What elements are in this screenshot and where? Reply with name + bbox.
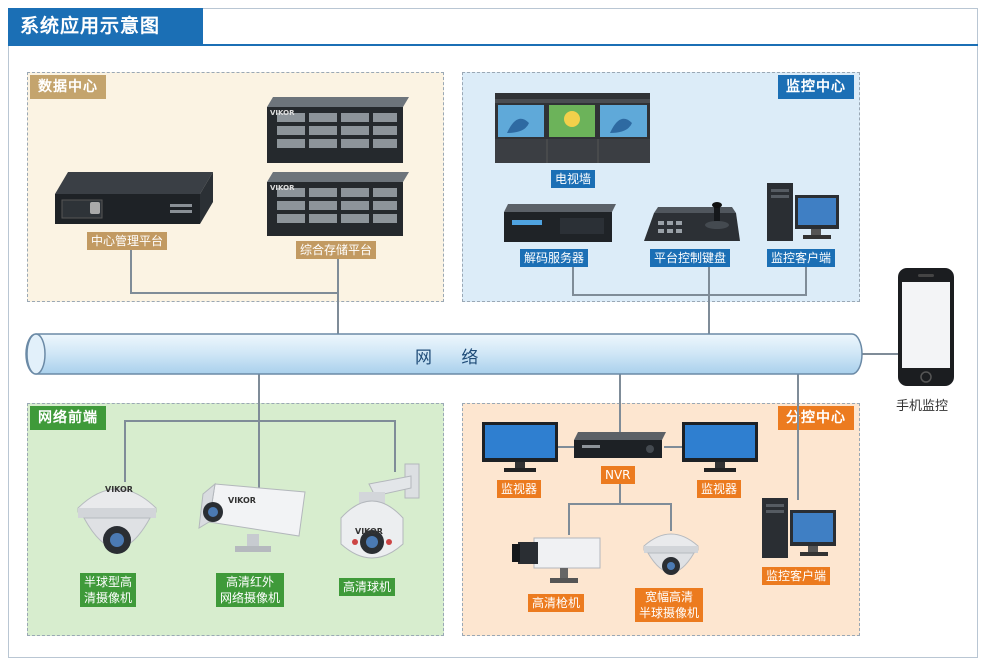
storage-array-top (267, 97, 409, 163)
decoder-label: 解码服务器 (520, 249, 589, 267)
diagram-title: 系统应用示意图 (8, 8, 203, 44)
dome-camera-icon (77, 488, 157, 554)
monitor-client-label: 监控客户端 (767, 249, 836, 267)
ir-bullet-camera-icon (198, 482, 306, 552)
wire-split-gun (568, 503, 570, 535)
monitor-left-icon (482, 422, 558, 472)
branch-client-pc-icon (762, 498, 836, 558)
gun-camera-icon (512, 537, 601, 583)
wire-mon-right (805, 262, 807, 295)
central-platform-label: 中心管理平台 (87, 232, 168, 250)
wire-keyboard-down (708, 262, 710, 335)
gun-camera-label: 高清枪机 (528, 594, 585, 612)
dome-camera-label-line2: 清摄像机 (84, 591, 133, 605)
network-bus (25, 333, 863, 375)
ir-camera-label-line2: 网络摄像机 (220, 591, 281, 605)
wide-dome-camera-label: 宽幅高清 半球摄像机 (635, 588, 704, 622)
data-center-tag: 数据中心 (30, 75, 106, 99)
wire-data-bottom (130, 292, 339, 294)
ir-camera-label: 高清红外 网络摄像机 (216, 573, 285, 607)
wire-net-nvr (619, 372, 621, 434)
mobile-monitor-label: 手机监控 (896, 399, 949, 414)
wire-split-wide (670, 503, 672, 531)
monitor-client-pc-icon (767, 183, 839, 241)
branch-center-tag: 分控中心 (778, 406, 854, 430)
storage-platform-label: 综合存储平台 (296, 241, 377, 259)
wire-net-mobile (858, 353, 900, 355)
nvr-label: NVR (601, 466, 635, 484)
storage-bottom-brand: VIKOR (270, 184, 295, 192)
network-label: 网 络 (415, 348, 491, 368)
ptz-camera-icon (340, 463, 420, 559)
network-front-tag: 网络前端 (30, 406, 106, 430)
dome-camera-label: 半球型高 清摄像机 (80, 573, 137, 607)
nvr-icon (574, 432, 666, 458)
wire-nvr-left (556, 446, 576, 448)
monitor-right-icon (682, 422, 758, 472)
branch-client-label: 监控客户端 (762, 567, 831, 585)
wire-net-branch-client (797, 372, 799, 500)
monitor-center-tag: 监控中心 (778, 75, 854, 99)
wide-dome-label-line2: 半球摄像机 (639, 606, 700, 620)
monitor-right-label: 监视器 (697, 480, 742, 498)
control-keyboard-icon (644, 202, 740, 241)
keyboard-label: 平台控制键盘 (650, 249, 731, 267)
storage-array-bottom (267, 172, 409, 236)
wire-front-top (124, 420, 396, 422)
wire-front-ptz (394, 420, 396, 472)
wide-dome-label-line1: 宽幅高清 (645, 590, 694, 604)
mobile-phone-icon (898, 268, 954, 386)
wire-nvr-down (619, 482, 621, 504)
wire-mon-bottom (572, 294, 807, 296)
dome-camera-label-line1: 半球型高 (84, 575, 133, 589)
ir-camera-brand: VIKOR (228, 496, 256, 505)
wire-central-down (130, 248, 132, 293)
ptz-camera-brand: VIKOR (355, 527, 383, 536)
wire-nvr-split (568, 503, 672, 505)
decoder-server-icon (504, 204, 616, 242)
wire-front-dome (124, 420, 126, 482)
wire-front-ir (258, 372, 260, 492)
ptz-camera-label: 高清球机 (339, 578, 396, 596)
tv-wall-icon (495, 93, 650, 163)
wire-mon-left (572, 262, 574, 295)
ir-camera-label-line1: 高清红外 (226, 575, 275, 589)
wire-storage-down (337, 255, 339, 335)
storage-top-brand: VIKOR (270, 109, 295, 117)
wire-nvr-right (664, 446, 684, 448)
central-management-server (55, 172, 213, 224)
title-underline (8, 44, 978, 46)
wide-dome-camera-icon (643, 533, 699, 575)
dome-camera-brand: VIKOR (105, 485, 133, 494)
monitor-left-label: 监视器 (497, 480, 542, 498)
tv-wall-label: 电视墙 (551, 170, 596, 188)
